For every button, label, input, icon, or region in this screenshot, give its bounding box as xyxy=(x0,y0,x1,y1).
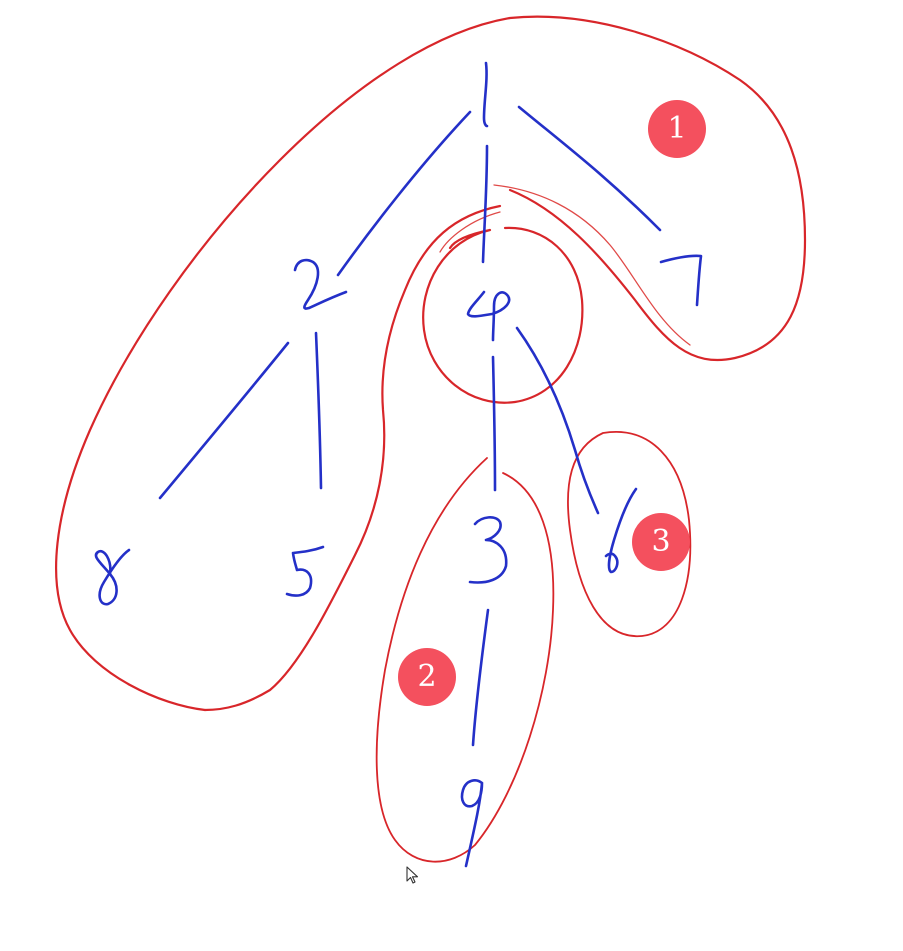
group-badge-3: 3 xyxy=(632,513,690,571)
node-9-label xyxy=(460,779,484,868)
edge-1-2 xyxy=(336,110,472,277)
edge-3-9 xyxy=(471,608,490,747)
node-8-label xyxy=(94,548,131,606)
group-1-inner-outline xyxy=(203,204,502,712)
group-badge-2: 2 xyxy=(398,648,456,706)
mouse-pointer-icon xyxy=(406,866,419,884)
group-2-outline xyxy=(375,457,555,863)
edge-2-5 xyxy=(314,331,323,490)
edge-1-4 xyxy=(481,144,489,264)
node-6-label xyxy=(604,487,638,574)
group-1-outline xyxy=(55,15,807,712)
edge-4-6 xyxy=(515,326,600,515)
node-3-label xyxy=(468,516,508,584)
node-7-label xyxy=(659,254,703,307)
group-1-thin-stroke xyxy=(493,184,691,346)
node-1-label xyxy=(482,61,489,128)
edge-2-8 xyxy=(158,341,290,500)
node-2-label xyxy=(293,258,348,310)
group-badge-3-label: 3 xyxy=(651,524,671,559)
group-3-outline xyxy=(567,431,692,637)
node-5-label xyxy=(285,545,325,597)
edge-1-7 xyxy=(517,105,662,232)
group-badge-1: 1 xyxy=(648,100,706,158)
group-badge-2-label: 2 xyxy=(417,659,437,694)
node-4-label xyxy=(466,290,511,342)
edge-4-3 xyxy=(491,355,497,492)
node-4-circle xyxy=(422,226,584,404)
node-4-circle-thin xyxy=(439,211,501,253)
group-badge-1-label: 1 xyxy=(667,111,687,146)
